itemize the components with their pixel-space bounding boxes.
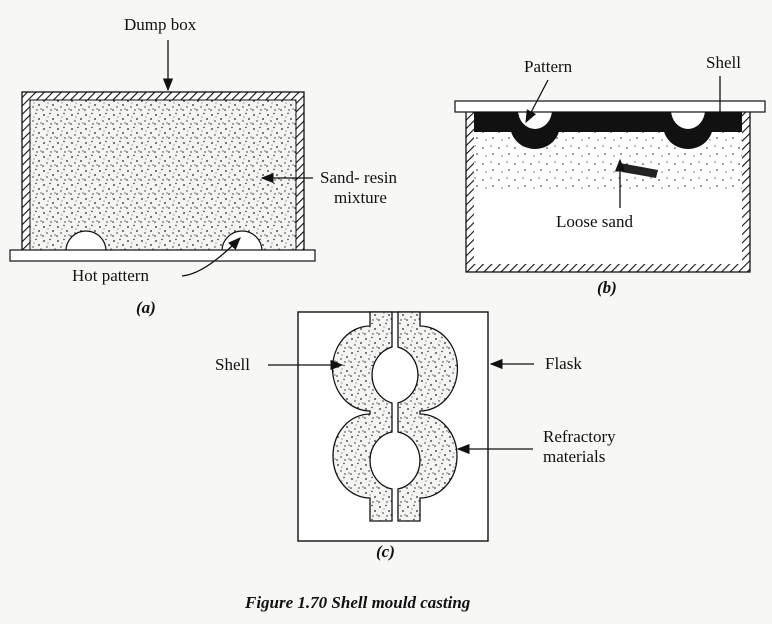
shell-label-c: Shell bbox=[215, 355, 250, 374]
sand-resin-label-1: Sand- resin bbox=[320, 168, 397, 187]
hot-pattern-label: Hot pattern bbox=[72, 266, 149, 285]
panel-a: Dump box Sand- resin mixture Hot pattern… bbox=[9, 15, 397, 317]
debris-mark bbox=[620, 163, 658, 178]
panel-b-caption: (b) bbox=[597, 278, 617, 297]
panel-b: Pattern Shell Loose sand (b) bbox=[454, 53, 766, 297]
panel-c: Shell Flask Refractory materials (c) bbox=[215, 311, 616, 561]
loose-sand-label: Loose sand bbox=[556, 212, 633, 231]
panel-a-caption: (a) bbox=[136, 298, 156, 317]
pattern-plate bbox=[454, 100, 766, 113]
pattern-plate bbox=[9, 249, 316, 262]
sand-resin-label-2: mixture bbox=[334, 188, 387, 207]
shell-right-half bbox=[397, 311, 459, 522]
sand-resin-fill bbox=[29, 99, 297, 253]
panel-c-caption: (c) bbox=[376, 542, 395, 561]
pattern-right bbox=[671, 110, 705, 129]
flask bbox=[297, 311, 489, 542]
flask-label: Flask bbox=[545, 354, 582, 373]
refractory-label-2: materials bbox=[543, 447, 605, 466]
dump-box-label: Dump box bbox=[124, 15, 197, 34]
pattern-label: Pattern bbox=[524, 57, 573, 76]
hot-pattern-left bbox=[65, 230, 107, 252]
pattern-arrow bbox=[525, 79, 549, 124]
hot-pattern-arrow bbox=[181, 237, 241, 277]
shell-left-half bbox=[331, 311, 393, 522]
refractory-label-1: Refractory bbox=[543, 427, 616, 446]
figure-title: Figure 1.70 Shell mould casting bbox=[244, 593, 471, 612]
shell-label-b: Shell bbox=[706, 53, 741, 72]
